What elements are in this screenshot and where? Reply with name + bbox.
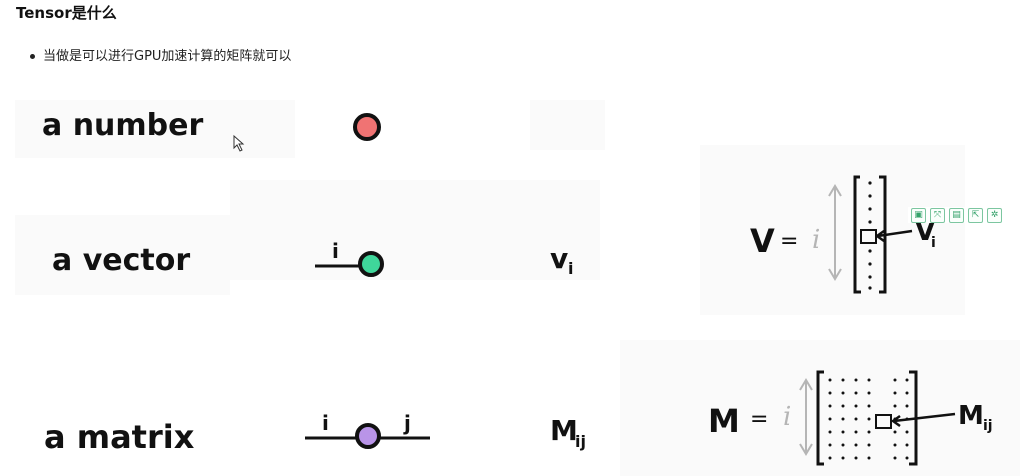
settings-icon[interactable]: ✲ <box>987 207 1002 223</box>
matrix-grid-dot <box>893 430 897 434</box>
matrix-pointer-label: M <box>958 401 984 431</box>
matrix-highlight-box <box>875 414 892 429</box>
matrix-index-i: i <box>322 411 329 435</box>
vector-diagram-dim: i <box>812 225 820 255</box>
matrix-grid-dot <box>867 378 871 382</box>
matrix-grid-dot <box>841 443 845 447</box>
save-icon[interactable]: ▣ <box>911 207 926 223</box>
label-number: a number <box>42 108 203 143</box>
matrix-grid-dot <box>828 417 832 421</box>
matrix-grid-dot <box>893 378 897 382</box>
matrix-grid-dot <box>867 430 871 434</box>
matrix-grid-dot <box>867 404 871 408</box>
matrix-grid-dot <box>841 378 845 382</box>
matrix-grid-dot <box>905 404 909 408</box>
matrix-grid-dot <box>867 443 871 447</box>
matrix-grid-dot <box>854 404 858 408</box>
bullet-dot-icon <box>30 54 35 59</box>
tensor-illustration: a number a vector i v i V = i V i a matr… <box>15 100 1020 476</box>
page-title: Tensor是什么 <box>16 4 117 22</box>
matrix-dot <box>355 423 381 449</box>
number-dot <box>353 113 381 141</box>
vector-dim-arrow <box>828 184 842 281</box>
matrix-grid-dot <box>828 456 832 460</box>
matrix-grid-dot <box>828 430 832 434</box>
vector-notation-sub: i <box>568 259 573 278</box>
label-vector: a vector <box>52 243 190 278</box>
vector-dots <box>868 181 872 290</box>
share-icon[interactable]: ⇱ <box>968 207 983 223</box>
matrix-grid-dot <box>905 391 909 395</box>
matrix-index-j: j <box>403 411 411 435</box>
matrix-dots <box>828 378 909 460</box>
matrix-grid-dot <box>893 404 897 408</box>
matrix-grid-dot <box>828 391 832 395</box>
matrix-grid-dot <box>828 443 832 447</box>
matrix-grid-dot <box>893 391 897 395</box>
matrix-grid-dot <box>905 430 909 434</box>
matrix-grid-dot <box>841 456 845 460</box>
matrix-grid-dot <box>867 456 871 460</box>
matrix-grid-dot <box>841 404 845 408</box>
label-matrix: a matrix <box>44 418 195 456</box>
matrix-grid-dot <box>828 378 832 382</box>
vector-pointer-arrow <box>874 229 913 243</box>
matrix-grid-dot <box>905 443 909 447</box>
matrix-diagram-eq: = <box>750 407 768 432</box>
matrix-grid-dot <box>854 443 858 447</box>
matrix-grid-dot <box>854 391 858 395</box>
mouse-cursor-icon <box>233 134 245 152</box>
matrix-grid-dot <box>905 378 909 382</box>
background-panels <box>15 100 1020 476</box>
matrix-grid-dot <box>854 456 858 460</box>
bullet-text: 当做是可以进行GPU加速计算的矩阵就可以 <box>43 49 292 64</box>
image-toolbar: ▣ ⤧ ▤ ⇱ ✲ <box>908 207 1005 223</box>
matrix-grid-dot <box>893 443 897 447</box>
matrix-pointer-arrow <box>890 412 956 428</box>
matrix-diagram-dim: i <box>783 402 791 432</box>
matrix-grid-dot <box>867 417 871 421</box>
vector-dot <box>358 251 384 277</box>
matrix-dim-arrow <box>799 378 813 456</box>
matrix-notation-main: M <box>550 414 578 447</box>
matrix-grid-dot <box>841 391 845 395</box>
vector-pointer-label: V <box>915 217 935 247</box>
matrix-grid-dot <box>854 417 858 421</box>
vector-notation-main: v <box>550 242 568 275</box>
matrix-grid-dot <box>867 391 871 395</box>
bullet-item: 当做是可以进行GPU加速计算的矩阵就可以 <box>30 45 291 64</box>
vector-pointer-sub: i <box>931 235 936 251</box>
matrix-grid-dot <box>854 430 858 434</box>
matrix-grid-dot <box>893 456 897 460</box>
matrix-grid-dot <box>854 378 858 382</box>
vector-diagram-eq: = <box>780 229 798 254</box>
matrix-grid-dot <box>841 430 845 434</box>
matrix-diagram-lhs: M <box>708 402 740 440</box>
matrix-notation-sub: ij <box>575 432 586 451</box>
matrix-grid-dot <box>841 417 845 421</box>
vector-index-label: i <box>332 239 339 263</box>
copy-icon[interactable]: ▤ <box>949 207 964 223</box>
matrix-grid-dot <box>828 404 832 408</box>
expand-icon[interactable]: ⤧ <box>930 207 945 223</box>
matrix-grid-dot <box>905 456 909 460</box>
matrix-pointer-sub: ij <box>983 418 993 434</box>
vector-diagram-lhs: V <box>750 222 775 260</box>
